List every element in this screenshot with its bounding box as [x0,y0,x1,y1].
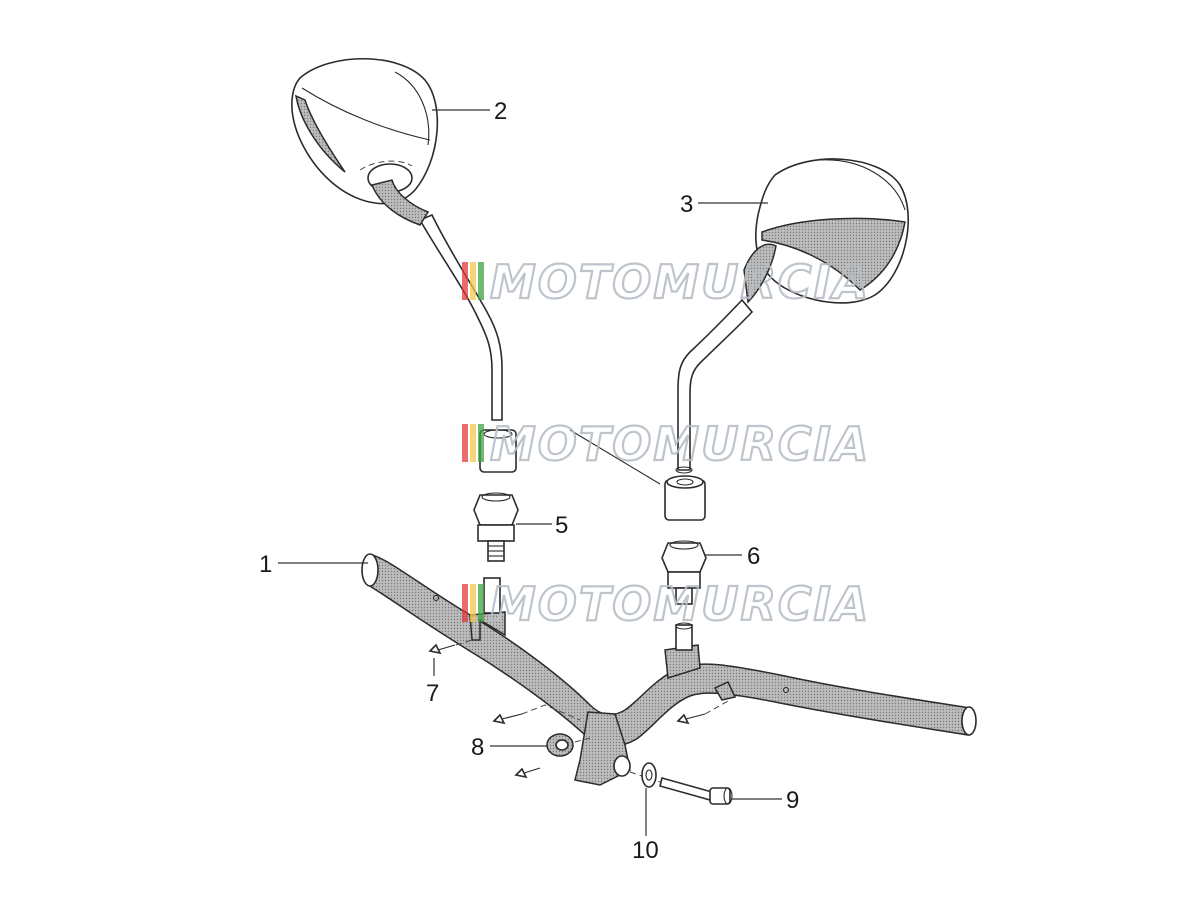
watermark-stripe-red [462,584,468,622]
nut-part-8[interactable] [546,733,591,757]
left-mirror-part-2[interactable] [291,58,517,473]
handlebar-part-1[interactable] [361,553,977,786]
callout-8: 8 [471,734,484,761]
watermark-text: MOTOMURCIA [490,577,870,631]
screws-part-7[interactable] [428,639,731,779]
watermark-stripe-red [462,262,468,300]
callout-5: 5 [555,512,568,539]
callout-6: 6 [747,543,760,570]
callout-labels: 1 2 3 5 6 7 8 9 10 [259,98,799,864]
watermark-2: MOTOMURCIA [462,416,870,472]
watermark-3: MOTOMURCIA [462,576,870,632]
callout-9: 9 [786,787,799,814]
right-mirror-part-3[interactable] [675,158,909,474]
callout-2: 2 [494,98,507,125]
watermark-stripe-green [478,424,484,462]
watermark-stripe-red [462,424,468,462]
watermark-stripe-green [478,584,484,622]
watermark-stripe-yellow [470,424,476,462]
callout-3: 3 [680,191,693,218]
callout-7: 7 [426,680,439,707]
callout-1: 1 [259,551,272,578]
callout-10: 10 [632,837,659,864]
watermark-stripe-yellow [470,584,476,622]
washer-part-10[interactable] [641,762,657,788]
watermark-1: MOTOMURCIA [462,254,870,310]
watermark-stripe-yellow [470,262,476,300]
mirror-spacer-sleeve[interactable] [569,429,706,521]
watermark-stripe-green [478,262,484,300]
watermark-text: MOTOMURCIA [490,255,870,309]
left-adapter-nut-part-5[interactable] [473,492,519,562]
right-adapter-nut-part-6[interactable] [661,540,707,605]
watermark-text: MOTOMURCIA [490,417,870,471]
leader-lines [278,109,782,836]
